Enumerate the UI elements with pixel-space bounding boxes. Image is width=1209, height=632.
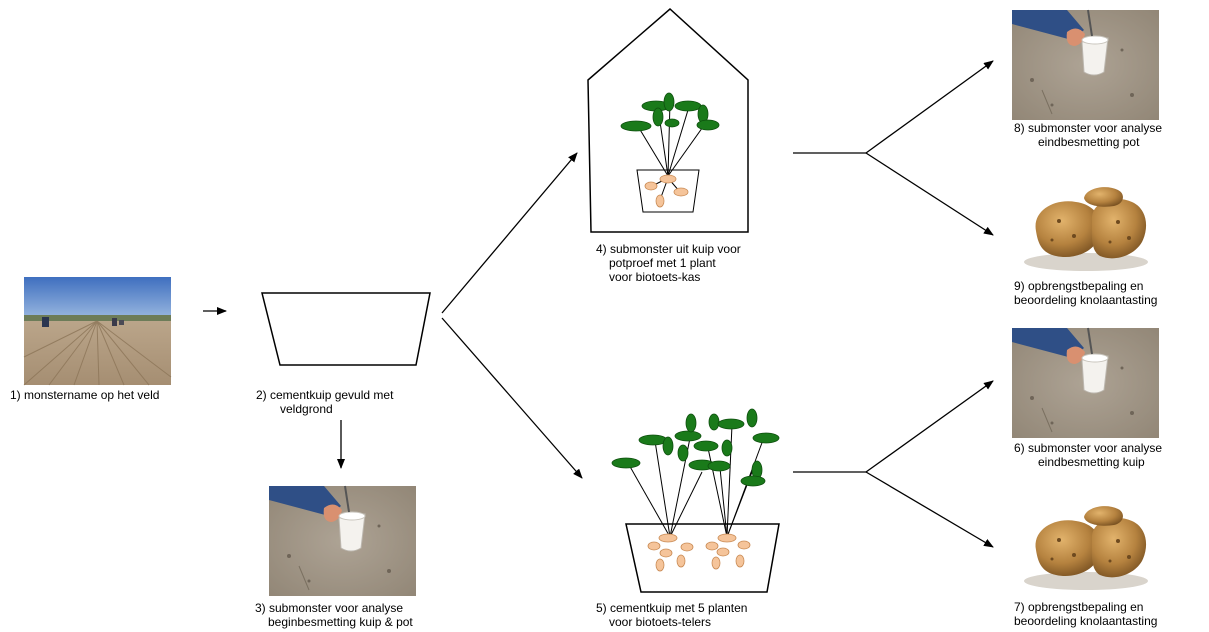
greenhouse [587, 7, 749, 233]
cement-tub-plants [611, 408, 780, 593]
caption-step1: 1) monstername op het veld [10, 388, 160, 402]
caption-step7: 7) opbrengstbepaling en beoordeling knol… [1014, 600, 1158, 628]
arrow-container-to-tub [441, 317, 583, 479]
field-photo [23, 277, 172, 386]
pot-plant [620, 92, 720, 208]
caption-step2: 2) cementkuip gevuld met veldgrond [256, 388, 394, 416]
potato-photo-tub [1014, 495, 1159, 595]
branch-tub [793, 380, 994, 548]
caption-step8: 8) submonster voor analyse eindbesmettin… [1014, 121, 1163, 149]
caption-step4: 4) submonster uit kuip voor potproef met… [596, 242, 741, 284]
caption-step3: 3) submonster voor analyse beginbesmetti… [255, 601, 413, 629]
caption-step6: 6) submonster voor analyse eindbesmettin… [1014, 441, 1163, 469]
begin-sample-photo [268, 485, 417, 597]
caption-step9: 9) opbrengstbepaling en beoordeling knol… [1014, 279, 1158, 307]
pot-end-sample-photo [1011, 9, 1160, 121]
potato-photo-pot [1014, 176, 1159, 276]
branch-greenhouse [793, 60, 994, 236]
cement-container [261, 292, 431, 366]
arrow-container-to-greenhouse [441, 152, 578, 314]
caption-step5: 5) cementkuip met 5 planten voor biotoet… [596, 601, 748, 629]
tub-end-sample-photo [1011, 327, 1160, 439]
